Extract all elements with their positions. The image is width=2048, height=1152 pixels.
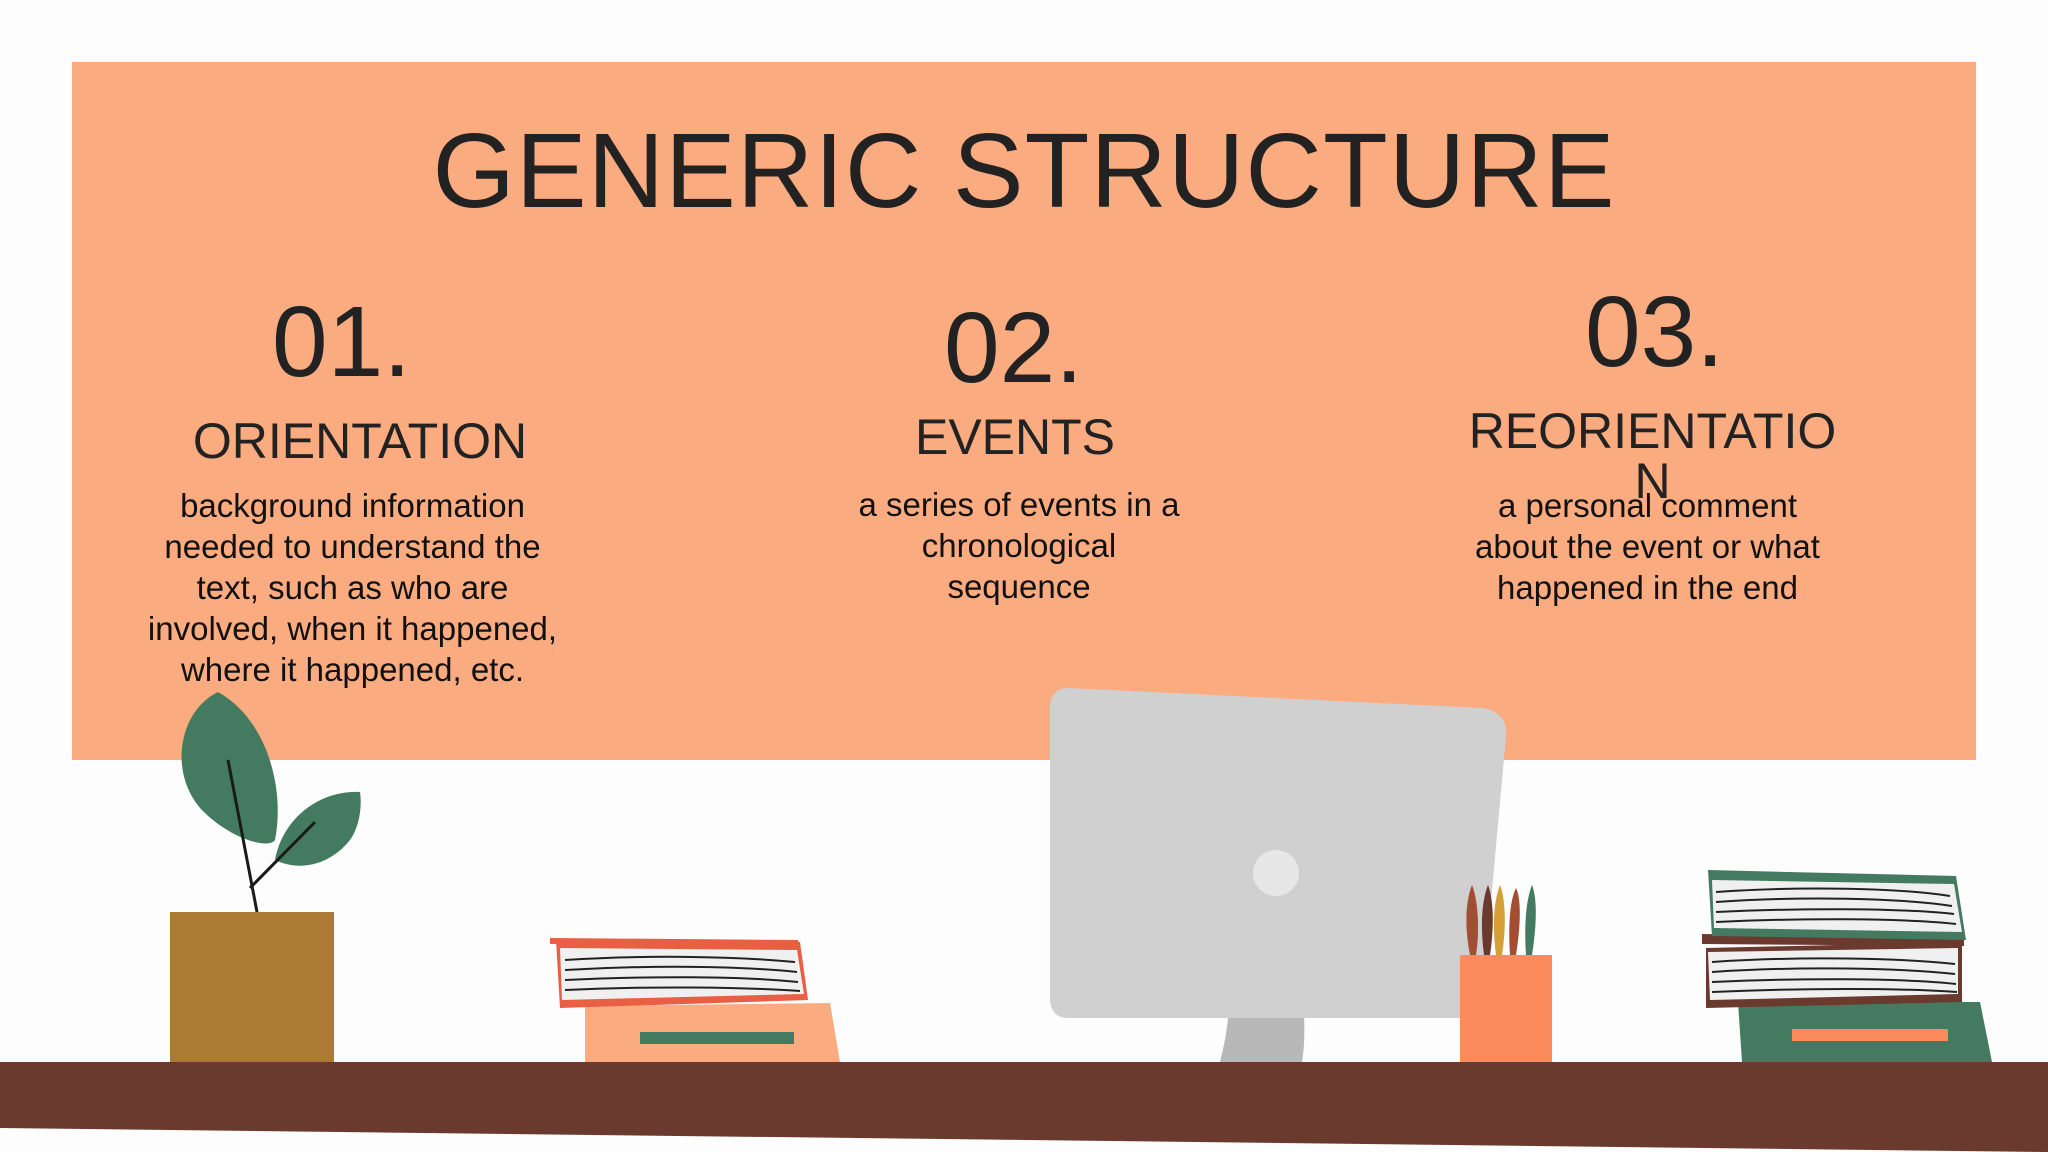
item-number-2: 02. (944, 292, 1084, 404)
book-stack-icon (1702, 870, 1992, 1062)
item-heading-2: EVENTS (914, 409, 1116, 465)
item-number-1: 01. (272, 286, 412, 398)
item-description-3: a personal comment about the event or wh… (1475, 487, 1820, 606)
monitor-icon (1050, 688, 1507, 1062)
item-heading-1: ORIENTATION (192, 413, 528, 469)
plant-icon (170, 692, 361, 1064)
item-description-1: background information needed to underst… (147, 487, 558, 688)
desk-icon (0, 1062, 2048, 1152)
item-heading-3: REORIENTATIO N (1468, 403, 1837, 509)
orange-panel (72, 62, 1976, 760)
slide-title: GENERIC STRUCTURE (432, 112, 1616, 230)
item-description-2: a series of events in a chronological se… (858, 486, 1180, 605)
pencil-cup-icon (1460, 885, 1552, 1065)
books-icon (550, 938, 840, 1062)
item-number-3: 03. (1585, 276, 1725, 388)
